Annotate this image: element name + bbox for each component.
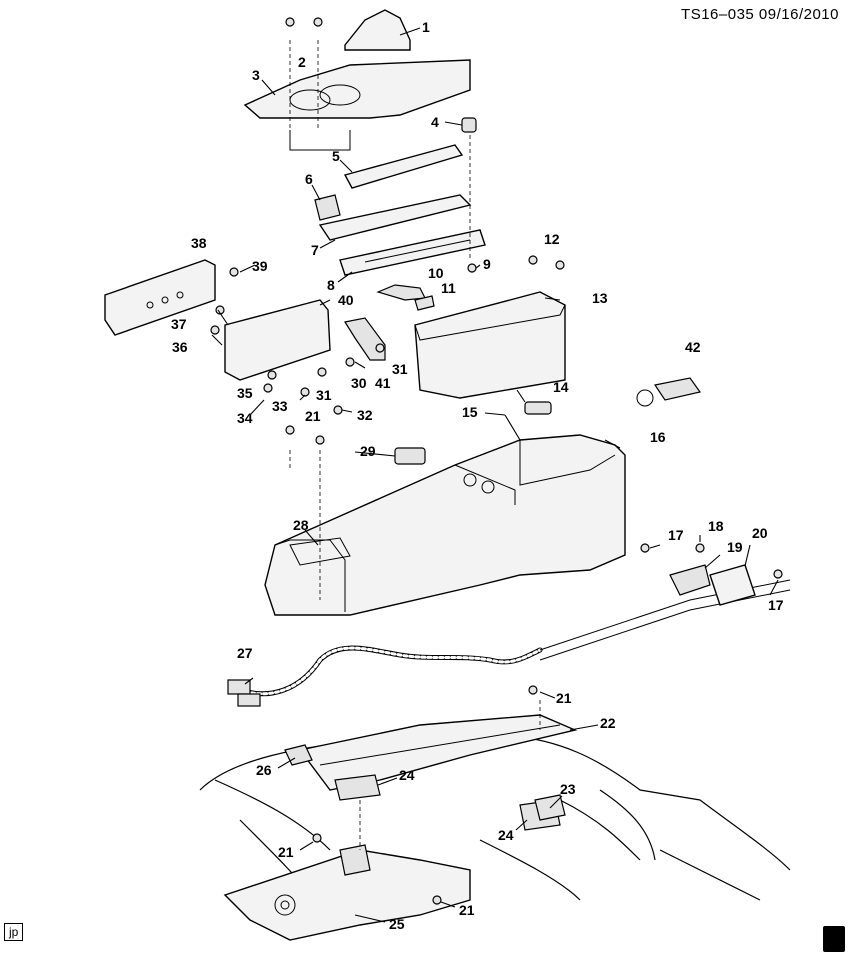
part-16-console-body	[264, 434, 626, 616]
callout-30: 30	[351, 375, 367, 391]
floor-panel	[199, 734, 791, 901]
callout-20: 20	[752, 525, 768, 541]
part-1-shift-boot	[344, 9, 411, 51]
callout-35: 35	[237, 385, 253, 401]
callout-24a: 24	[399, 767, 415, 783]
callout-8: 8	[327, 277, 335, 293]
part-38-side-panel	[104, 259, 216, 336]
callout-41: 41	[375, 375, 391, 391]
part-4-bumper	[461, 117, 477, 133]
callout-31a: 31	[392, 361, 408, 377]
callout-26: 26	[256, 762, 272, 778]
callout-18: 18	[708, 518, 724, 534]
callout-2: 2	[298, 54, 306, 70]
callout-39: 39	[252, 258, 268, 274]
callout-21a: 21	[305, 408, 321, 424]
callout-40: 40	[338, 292, 354, 308]
part-13-storage-bin	[414, 291, 566, 399]
part-42-connector	[654, 377, 702, 401]
part-40-bracket	[224, 299, 331, 381]
part-14-lighter-element	[524, 401, 552, 415]
part-41-bracket	[344, 317, 386, 361]
callout-5: 5	[332, 148, 340, 164]
callout-3: 3	[252, 67, 260, 83]
callout-19: 19	[727, 539, 743, 555]
part-11-clip	[414, 295, 435, 311]
callout-21b: 21	[556, 690, 572, 706]
callout-28: 28	[293, 517, 309, 533]
callout-6: 6	[305, 171, 313, 187]
callout-14: 14	[553, 379, 569, 395]
callout-4: 4	[431, 114, 439, 130]
callout-1: 1	[422, 19, 430, 35]
part-3-trim-plate	[243, 59, 471, 119]
callout-21c: 21	[278, 844, 294, 860]
corner-tag: jp	[4, 923, 24, 941]
part-6-clip	[314, 194, 341, 221]
callout-34: 34	[237, 410, 253, 426]
callout-12: 12	[544, 231, 560, 247]
callout-10: 10	[428, 265, 444, 281]
part-20-module	[709, 564, 756, 606]
callout-16: 16	[650, 429, 666, 445]
callout-37: 37	[171, 316, 187, 332]
callout-42: 42	[685, 339, 701, 355]
callout-31b: 31	[316, 387, 332, 403]
callout-17b: 17	[768, 597, 784, 613]
callout-32: 32	[357, 407, 373, 423]
part-7-plate	[318, 194, 472, 241]
callout-17a: 17	[668, 527, 684, 543]
part-24-bracket-left	[334, 774, 381, 801]
part-25-floor-plate	[223, 849, 471, 941]
diagram-code-date: TS16–035 09/16/2010	[681, 6, 839, 23]
callout-11: 11	[441, 280, 456, 296]
callout-9: 9	[483, 256, 491, 272]
part-5-cover	[343, 144, 464, 189]
gm-spo-logo	[823, 926, 845, 952]
part-10-bracket	[376, 284, 426, 301]
floor-bracket-center	[339, 844, 371, 876]
callout-13: 13	[592, 290, 608, 306]
callout-7: 7	[311, 242, 319, 258]
leader-lines	[211, 27, 779, 923]
callout-25: 25	[389, 916, 405, 932]
fasteners	[210, 17, 783, 905]
callout-33: 33	[272, 398, 288, 414]
part-27-wiring-harness	[227, 579, 791, 707]
callout-15: 15	[462, 404, 478, 420]
callout-38: 38	[191, 235, 207, 251]
callout-27: 27	[237, 645, 253, 661]
callout-22: 22	[600, 715, 616, 731]
callout-36: 36	[172, 339, 188, 355]
part-19-bracket	[669, 564, 711, 596]
callout-24b: 24	[498, 827, 514, 843]
part-29-lighter-socket	[394, 447, 426, 465]
callout-21d: 21	[459, 902, 475, 918]
callout-23: 23	[560, 781, 576, 797]
callout-labels: 1 2 3 4 5 6 7 8 9 10 11 12 13 14 15 16 1…	[171, 19, 784, 932]
callout-29: 29	[360, 443, 376, 459]
